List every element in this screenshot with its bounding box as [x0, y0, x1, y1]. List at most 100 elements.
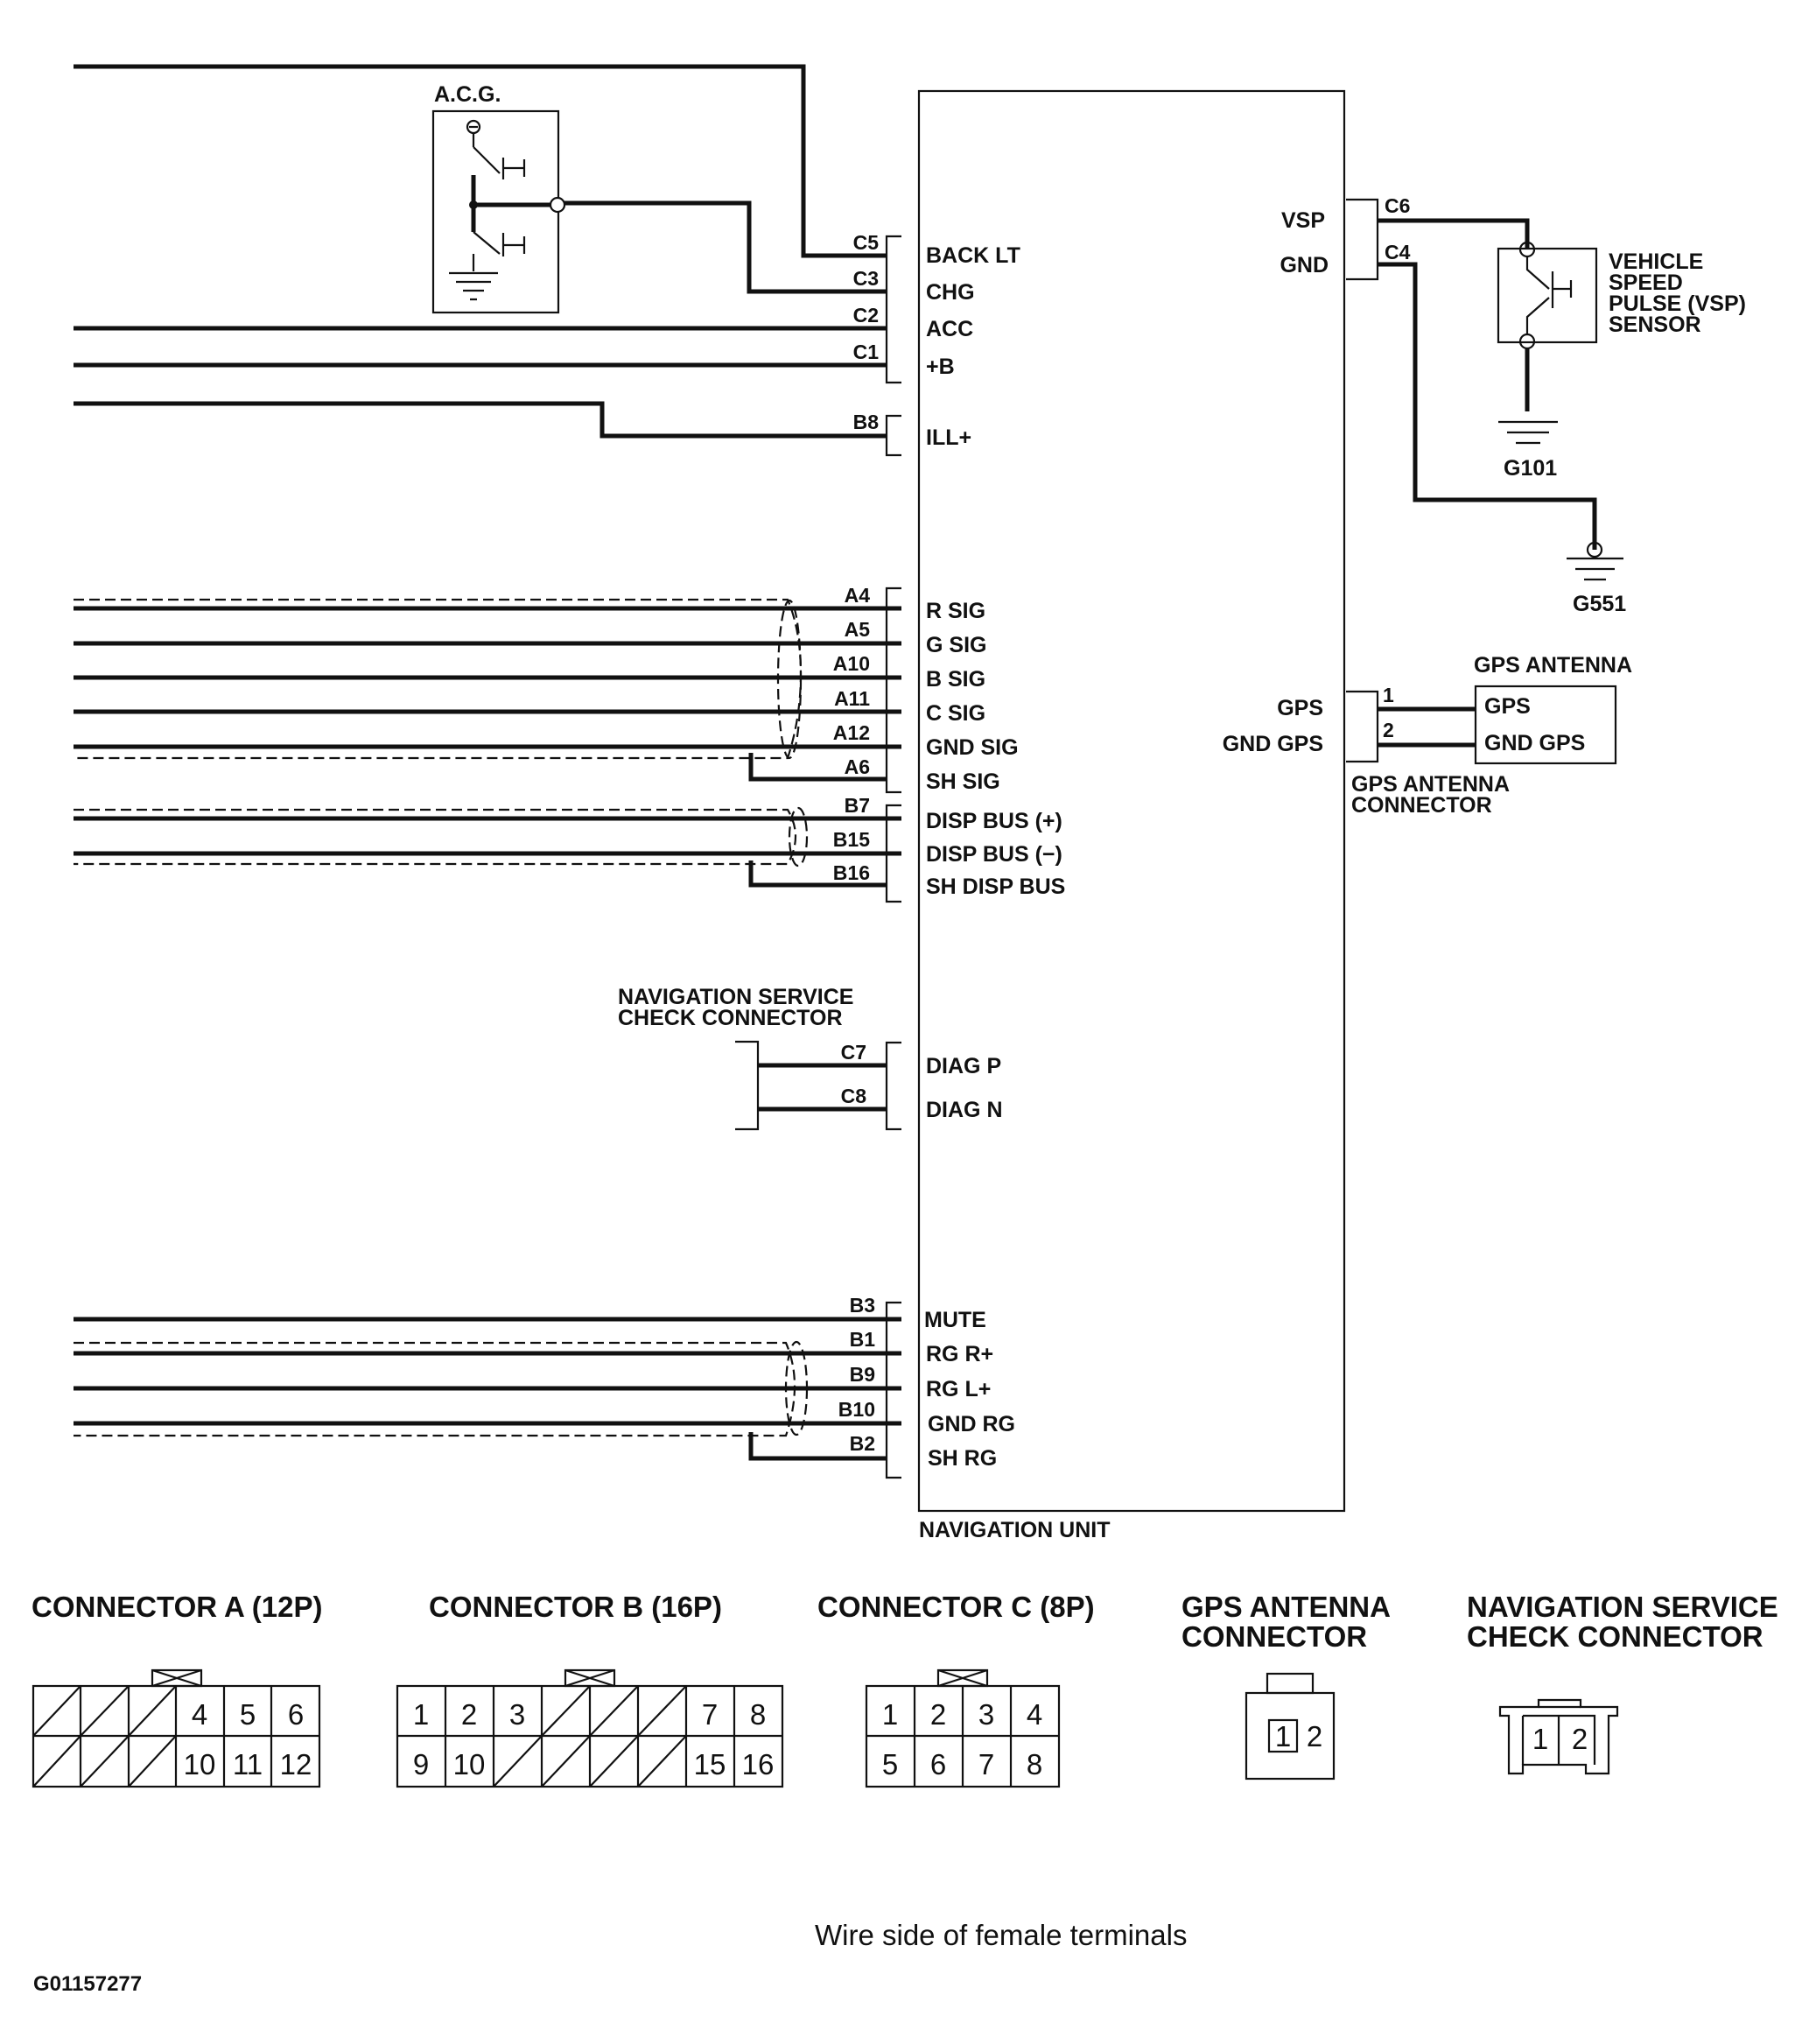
term-gnd-rg: GND RG — [928, 1412, 1015, 1436]
connector-c-pin-7: 7 — [978, 1748, 994, 1781]
navigation-unit: NAVIGATION UNIT — [885, 89, 1379, 1542]
vsp-sensor-line4: SENSOR — [1609, 313, 1701, 337]
term-diag-p: DIAG P — [926, 1054, 1001, 1078]
connector-a-pin-4: 4 — [192, 1698, 207, 1731]
pin-b7: B7 — [845, 794, 870, 817]
left-terminal-labels: C5 BACK LT C3 CHG C2 ACC C1 +B B8 ILL+ A… — [833, 231, 1066, 1471]
pin-b10: B10 — [838, 1398, 875, 1421]
connector-b-pin-9: 9 — [413, 1748, 429, 1781]
term-rg-r-plus: RG R+ — [926, 1342, 993, 1366]
footer-caption: Wire side of female terminals — [815, 1919, 1187, 1951]
term-gnd-gps: GND GPS — [1223, 732, 1323, 756]
term-g-sig: G SIG — [926, 633, 986, 657]
connector-b-pin-16: 16 — [742, 1748, 775, 1781]
connector-b-title: CONNECTOR B (16P) — [429, 1591, 722, 1623]
term-gnd: GND — [1280, 253, 1329, 277]
nsc-label-line2: CHECK CONNECTOR — [618, 1006, 843, 1030]
term-sh-rg: SH RG — [928, 1446, 997, 1471]
connector-gps-pin-2: 2 — [1307, 1720, 1322, 1753]
vsp-sensor-line2: SPEED — [1609, 270, 1683, 295]
gps-antenna-pin-gps: GPS — [1484, 694, 1531, 719]
connector-b: CONNECTOR B (16P) 1 2 3 7 8 9 10 15 16 — [396, 1591, 784, 1788]
nsc-label-line1: NAVIGATION SERVICE — [618, 985, 853, 1009]
term-back-lt: BACK LT — [926, 243, 1020, 268]
term-gps: GPS — [1277, 696, 1323, 720]
connector-b-pin-10: 10 — [453, 1748, 486, 1781]
pin-b3: B3 — [850, 1294, 875, 1317]
vsp-sensor-line1: VEHICLE — [1609, 249, 1703, 274]
connector-nsc-pin-2: 2 — [1572, 1723, 1588, 1755]
connector-a-pin-6: 6 — [288, 1698, 304, 1731]
acg-title: A.C.G. — [434, 82, 501, 107]
connector-b-pin-2: 2 — [461, 1698, 477, 1731]
pin-c4: C4 — [1385, 241, 1411, 263]
right-side-circuits: VSP GND C6 C4 VEHICLE SPEED PULSE (VSP) … — [1223, 194, 1746, 818]
connector-nav-service-check: NAVIGATION SERVICE CHECK CONNECTOR 1 2 — [1467, 1591, 1778, 1775]
connector-a-pin-5: 5 — [240, 1698, 256, 1731]
gps-antenna-title: GPS ANTENNA — [1474, 653, 1632, 678]
pin-c7: C7 — [841, 1041, 866, 1064]
pin-c1: C1 — [853, 341, 880, 363]
nav-service-check: NAVIGATION SERVICE CHECK CONNECTOR — [618, 985, 853, 1131]
pin-b1: B1 — [850, 1328, 876, 1351]
term-mute: MUTE — [924, 1308, 986, 1332]
term-chg: CHG — [926, 280, 975, 305]
term-sh-disp-bus: SH DISP BUS — [926, 874, 1065, 899]
term-vsp: VSP — [1281, 208, 1325, 233]
gps-antenna-connector-line1: GPS ANTENNA — [1351, 772, 1510, 797]
connector-nsc-title-line1: NAVIGATION SERVICE — [1467, 1591, 1778, 1623]
term-sh-sig: SH SIG — [926, 769, 1000, 794]
connector-gps-antenna: GPS ANTENNA CONNECTOR 1 2 — [1181, 1591, 1391, 1781]
connector-b-pin-1: 1 — [413, 1698, 429, 1731]
pin-c8: C8 — [841, 1085, 867, 1107]
connector-c-pin-4: 4 — [1027, 1698, 1042, 1731]
connector-a: CONNECTOR A (12P) 4 5 6 10 11 12 — [32, 1591, 322, 1788]
pin-a4: A4 — [845, 584, 871, 607]
term-rg-l-plus: RG L+ — [926, 1377, 991, 1401]
term-b-plus: +B — [926, 355, 955, 379]
pin-a5: A5 — [845, 618, 871, 641]
pin-a6: A6 — [845, 755, 870, 778]
term-c-sig: C SIG — [926, 701, 985, 726]
pin-gps-1: 1 — [1383, 684, 1394, 706]
term-gnd-sig: GND SIG — [926, 735, 1019, 760]
connector-b-pin-15: 15 — [694, 1748, 726, 1781]
connector-c-pin-8: 8 — [1027, 1748, 1042, 1781]
pin-a12: A12 — [833, 721, 870, 744]
pin-b9: B9 — [850, 1363, 875, 1386]
connector-c-pin-5: 5 — [882, 1748, 898, 1781]
connector-b-pin-8: 8 — [750, 1698, 766, 1731]
gps-antenna-pin-gnd: GND GPS — [1484, 731, 1585, 755]
connector-nsc-title-line2: CHECK CONNECTOR — [1467, 1620, 1763, 1653]
term-b-sig: B SIG — [926, 667, 985, 692]
pin-c3: C3 — [853, 267, 879, 290]
connector-gps-title-line2: CONNECTOR — [1181, 1620, 1367, 1653]
connector-a-pin-11: 11 — [233, 1748, 263, 1781]
connector-nsc-pin-1: 1 — [1532, 1723, 1548, 1755]
connector-b-pin-3: 3 — [509, 1698, 525, 1731]
pin-b16: B16 — [833, 861, 870, 884]
pin-b8: B8 — [853, 411, 880, 433]
pin-c6: C6 — [1385, 194, 1410, 217]
ground-g101: G101 — [1504, 456, 1557, 481]
pin-a11: A11 — [834, 687, 870, 710]
term-r-sig: R SIG — [926, 599, 985, 623]
left-wires — [74, 64, 901, 1461]
connector-a-pin-12: 12 — [280, 1748, 312, 1781]
pin-b2: B2 — [850, 1432, 875, 1455]
term-disp-bus-minus: DISP BUS (−) — [926, 842, 1062, 867]
connector-c-pin-1: 1 — [882, 1698, 898, 1731]
pin-gps-2: 2 — [1383, 719, 1394, 741]
connector-gps-pin-1: 1 — [1275, 1720, 1291, 1753]
connector-c-pin-6: 6 — [930, 1748, 946, 1781]
connector-c-pin-3: 3 — [978, 1698, 994, 1731]
term-acc: ACC — [926, 317, 973, 341]
term-diag-n: DIAG N — [926, 1098, 1003, 1122]
connector-a-title: CONNECTOR A (12P) — [32, 1591, 322, 1623]
term-disp-bus-plus: DISP BUS (+) — [926, 809, 1062, 833]
pin-a10: A10 — [833, 652, 870, 675]
connector-gps-title-line1: GPS ANTENNA — [1181, 1591, 1391, 1623]
connector-c-title: CONNECTOR C (8P) — [817, 1591, 1095, 1623]
ground-g551: G551 — [1573, 592, 1626, 616]
